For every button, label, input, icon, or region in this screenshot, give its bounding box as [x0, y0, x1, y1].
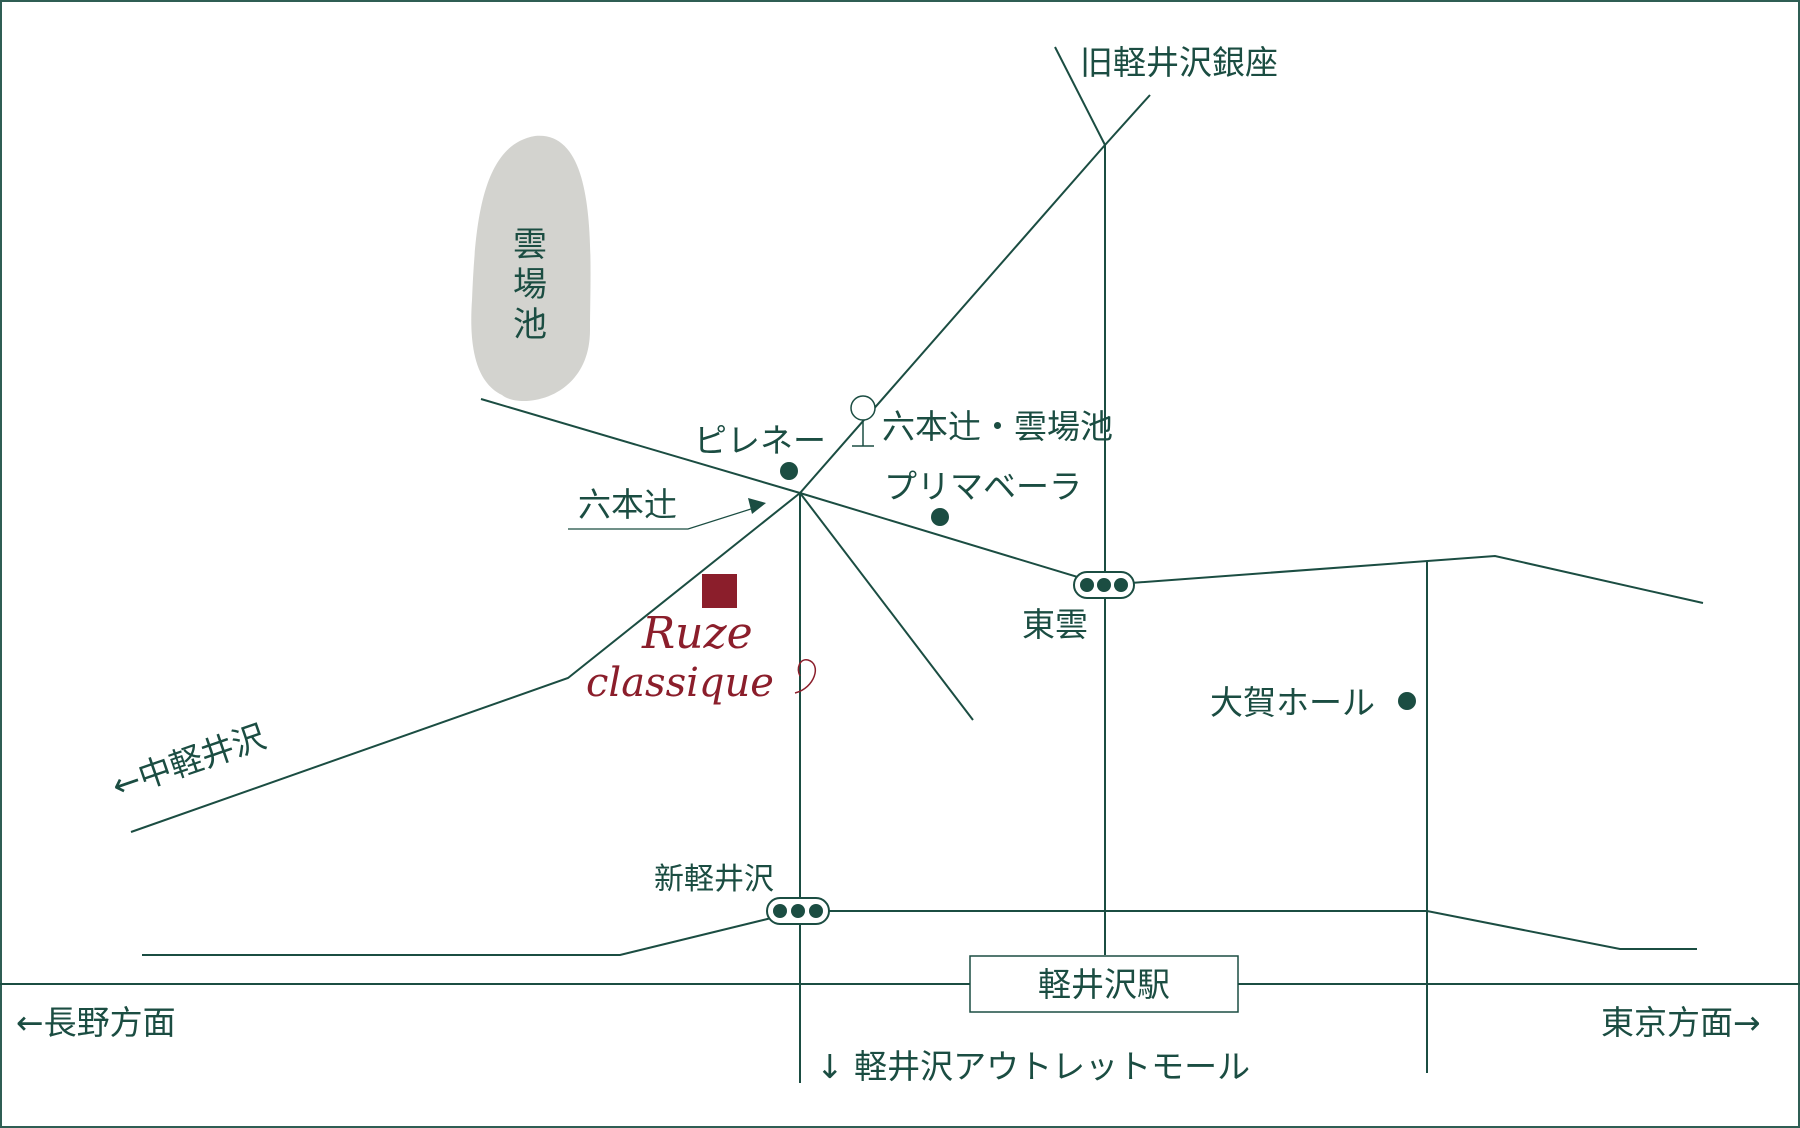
traffic-light-icon [766, 897, 830, 925]
pond-label: 雲 [513, 225, 547, 265]
pond-label: 池 [513, 305, 547, 345]
label-outlet: ↓ 軽井沢アウトレットモール [816, 1047, 1250, 1086]
landmark-dot-icon [780, 462, 798, 480]
bus-stop-icon [850, 395, 876, 447]
label-primavera: プリマベーラ [884, 467, 1082, 506]
road-diagonal-naka-karuizawa [130, 144, 1106, 833]
venue-logo-line2: classique [586, 660, 774, 706]
road-kyu-karuizawa-right [1104, 94, 1151, 146]
road-kyu-karuizawa-left [1054, 46, 1106, 146]
road-roppongi-spoke [799, 492, 974, 721]
label-higashi-kumo: 東雲 [1022, 605, 1088, 644]
road-lower [142, 910, 1697, 956]
landmark-dot-icon [1398, 692, 1416, 710]
kumoba-pond [471, 135, 591, 402]
station-label: 軽井沢駅 [1038, 965, 1170, 1004]
roppongi-pointer-line [568, 507, 755, 530]
station-box [969, 955, 1239, 1013]
landmark-dot-icon [931, 508, 949, 526]
label-taga-hall: 大賀ホール [1210, 683, 1375, 722]
label-roppongi-tsuji: 六本辻 [578, 485, 677, 524]
venue-marker-icon [702, 574, 737, 608]
traffic-light-icon [1073, 571, 1135, 599]
label-bus-stop: 六本辻・雲場池 [882, 407, 1113, 446]
label-nagano: ←長野方面 [16, 1003, 176, 1042]
label-shin-karuizawa: 新軽井沢 [654, 862, 774, 897]
venue-logo-flourish [794, 659, 817, 694]
label-tokyo: 東京方面→ [1601, 1003, 1761, 1042]
venue-logo-line1: Ruze [641, 608, 753, 659]
pond-label: 場 [513, 265, 547, 305]
label-kyu-karuizawa-ginza: 旧軽井沢銀座 [1080, 43, 1278, 82]
label-pyrenees: ピレネー [694, 421, 826, 460]
roppongi-pointer-arrowhead [748, 498, 766, 514]
